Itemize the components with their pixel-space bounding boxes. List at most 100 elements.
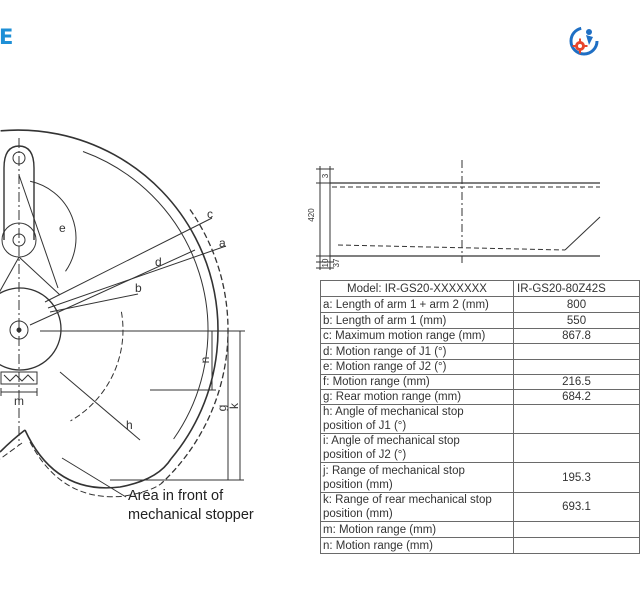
- row-value: 684.2: [513, 389, 640, 405]
- diagram-labels: c a e d b h m n g k: [14, 207, 241, 432]
- row-label: n: Motion range (mm): [320, 537, 514, 554]
- label-m: m: [14, 394, 24, 408]
- table-row: j: Range of mechanical stop position (mm…: [320, 462, 640, 493]
- elbow-joint-inner: [12, 233, 26, 247]
- base-center-dot: [16, 327, 22, 333]
- base-plate-circle: [0, 287, 62, 371]
- label-k: k: [227, 402, 241, 409]
- leader-line-d: [29, 249, 196, 326]
- side-bottom-dashed-edge: [337, 244, 566, 251]
- row-label: g: Rear motion range (mm): [320, 389, 514, 405]
- row-value: 195.3: [513, 462, 640, 493]
- technical-drawing: c a e d b h m n g k 3 420 10 37: [0, 129, 601, 498]
- row-label: e: Motion range of J2 (°): [320, 359, 514, 375]
- row-label: c: Maximum motion range (mm): [320, 328, 514, 344]
- row-value: 216.5: [513, 374, 640, 390]
- table-row: g: Rear motion range (mm) 684.2: [320, 389, 640, 405]
- logo-gear-tooth: [579, 50, 581, 54]
- base-joint-circle: [9, 320, 29, 340]
- arm-brace-line: [18, 174, 59, 289]
- label-n: n: [198, 357, 212, 364]
- logo-ring: [569, 26, 599, 56]
- label-c: c: [207, 207, 213, 221]
- stopper-note-line-1: Area in front of: [128, 488, 224, 504]
- heart-right-lobe-dashed: [29, 441, 162, 498]
- header-model-label: Model: IR-GS20-XXXXXXX: [320, 280, 514, 297]
- dimension-top-offset: 3: [321, 173, 330, 178]
- label-b: b: [135, 281, 142, 295]
- logo-gear-hole: [578, 44, 582, 48]
- label-g: g: [215, 405, 229, 412]
- leader-line-h: [59, 371, 141, 441]
- heart-left-lobe: [0, 429, 26, 453]
- table-row: e: Motion range of J2 (°): [320, 359, 640, 375]
- row-value: 693.1: [513, 492, 640, 522]
- table-row: h: Angle of mechanical stop position of …: [320, 404, 640, 434]
- table-row: n: Motion range (mm): [320, 537, 640, 554]
- leader-line-c: [44, 217, 213, 303]
- table-row: k: Range of rear mechanical stop positio…: [320, 492, 640, 522]
- logo-figure-body: [586, 35, 593, 45]
- arm-brace-line: [18, 256, 61, 296]
- label-d: d: [155, 255, 162, 269]
- company-gear-logo-icon: [569, 26, 599, 56]
- logo-figure-head: [586, 29, 592, 35]
- side-view-drawing: [316, 160, 601, 270]
- row-value: 867.8: [513, 328, 640, 344]
- base-mount-hatch: [3, 374, 35, 382]
- row-value: [513, 343, 640, 360]
- row-label-line: h: Angle of mechanical stop: [323, 406, 464, 418]
- row-label: b: Length of arm 1 (mm): [320, 312, 514, 329]
- row-label-line: position of J2 (°): [323, 449, 407, 461]
- dimension-height: 420: [307, 208, 316, 222]
- row-label-line: position (mm): [323, 478, 393, 491]
- table-row: d: Motion range of J1 (°): [320, 343, 640, 360]
- row-value: 800: [513, 296, 640, 313]
- leader-line-b: [49, 293, 139, 313]
- arm-brace-line: [0, 256, 20, 293]
- row-value: [513, 404, 640, 434]
- row-label: m: Motion range (mm): [320, 521, 514, 538]
- inner-dashed-arc: [70, 311, 124, 422]
- stopper-note-line-2: mechanical stopper: [128, 507, 254, 523]
- arm-link-outline: [3, 145, 35, 240]
- table-header-row: Model: IR-GS20-XXXXXXX IR-GS20-80Z42S: [320, 280, 640, 297]
- row-value: 550: [513, 312, 640, 329]
- row-label-line: i: Angle of mechanical stop: [323, 435, 460, 447]
- label-e: e: [59, 221, 66, 235]
- side-slanted-edge: [564, 216, 601, 251]
- row-label-line: k: Range of rear mechanical stop: [323, 494, 492, 506]
- stopper-note-leader: [61, 457, 127, 498]
- label-a: a: [219, 236, 226, 250]
- logo-gear-tooth: [579, 38, 581, 42]
- row-label: i: Angle of mechanical stop position of …: [320, 433, 514, 463]
- row-value: [513, 521, 640, 538]
- elbow-range-arc: [29, 180, 77, 272]
- row-value: [513, 359, 640, 375]
- label-h: h: [126, 418, 133, 432]
- heart-right-lobe: [24, 429, 172, 489]
- outer-motion-boundary-arc: [0, 129, 219, 460]
- dimension-bottom-offset-2: 37: [332, 258, 341, 267]
- logo-gear-tooth: [584, 45, 588, 47]
- row-value: [513, 433, 640, 463]
- table-row: b: Length of arm 1 (mm) 550: [320, 312, 640, 329]
- table-row: a: Length of arm 1 + arm 2 (mm) 800: [320, 296, 640, 313]
- row-label: a: Length of arm 1 + arm 2 (mm): [320, 296, 514, 313]
- row-label-line: position (mm): [323, 508, 393, 520]
- row-label: k: Range of rear mechanical stop positio…: [320, 492, 514, 522]
- row-label-line: position of J1 (°): [323, 420, 407, 432]
- leader-line-a: [47, 245, 227, 309]
- base-mount: [0, 371, 38, 385]
- spec-table-container: Model: IR-GS20-XXXXXXX IR-GS20-80Z42S a:…: [320, 280, 640, 554]
- heart-left-lobe-dashed: [0, 442, 23, 460]
- inner-motion-boundary-arc: [82, 151, 209, 440]
- table-row: i: Angle of mechanical stop position of …: [320, 433, 640, 463]
- arm-tip-joint: [12, 151, 26, 165]
- row-label: j: Range of mechanical stop position (mm…: [320, 462, 514, 493]
- stopper-area-note: Area in front of mechanical stopper: [128, 487, 254, 525]
- table-row: c: Maximum motion range (mm) 867.8: [320, 328, 640, 344]
- dimension-bottom-offset-1: 10: [321, 258, 330, 267]
- spec-table: Model: IR-GS20-XXXXXXX IR-GS20-80Z42S a:…: [320, 280, 640, 554]
- row-label-line: j: Range of mechanical stop: [323, 464, 465, 477]
